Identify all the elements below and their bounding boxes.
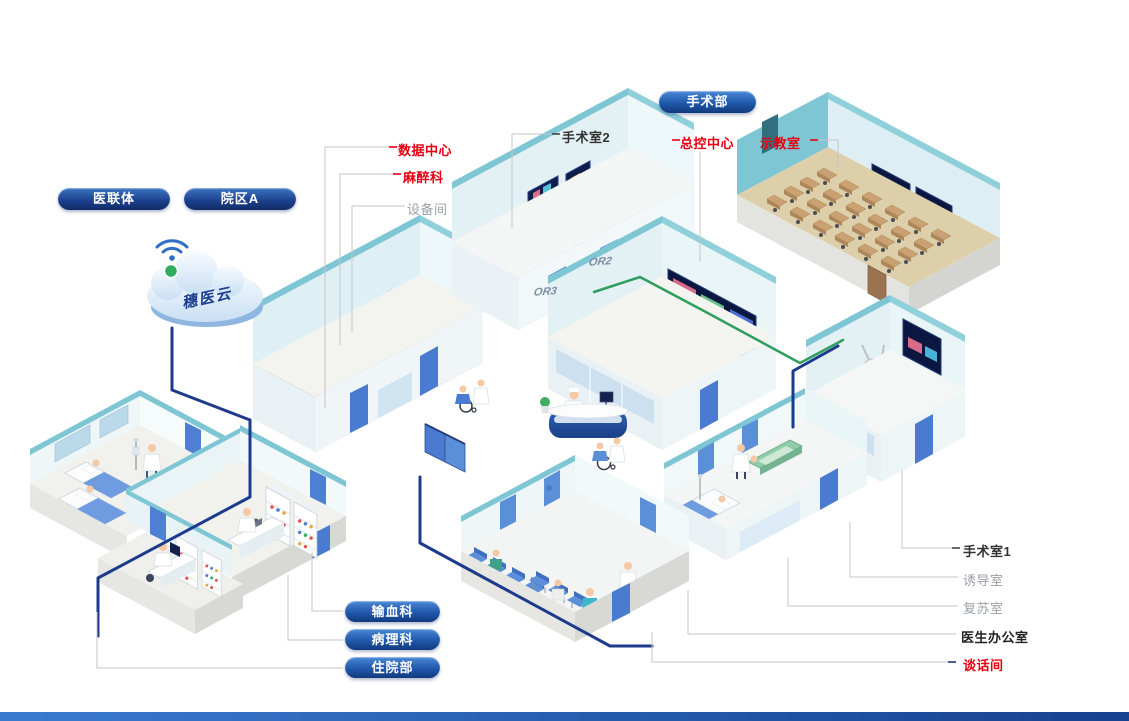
doctor-figure [731,444,751,479]
master-control-room [548,216,776,450]
wheelchair-patient [455,379,490,413]
leader-ticks [389,133,960,663]
label-equipment-room: 设备间 [407,202,448,217]
label-recovery-room: 复苏室 [963,601,1004,616]
label-master-control: 总控中心 [680,136,735,151]
footer-bar [0,712,1129,721]
tag-blood-transfusion[interactable]: 输血科 [345,601,440,622]
tag-pathology[interactable]: 病理科 [345,629,440,650]
wing-door [742,419,758,453]
waiting-area [461,455,689,642]
hospital-bed [64,459,133,499]
control-room-door [700,380,718,430]
label-induction-room: 诱导室 [963,573,1004,588]
wifi-icon [155,239,189,261]
cloud-badge-icon [163,263,179,279]
tag-surgery-department[interactable]: 手术部 [659,91,756,113]
ward-transfusion-room [98,489,243,634]
floor-mark-or2: OR2 [588,255,613,269]
tag-medical-alliance[interactable]: 医联体 [58,188,170,210]
iv-stand [132,438,140,470]
pathology-desk [227,508,285,559]
waiting-door [500,494,516,530]
wing-door [698,442,714,477]
tag-campus-a[interactable]: 院区A [184,188,296,210]
waiting-door [544,470,560,507]
data-room-door [420,346,438,396]
wall-screen [902,318,942,376]
label-doctor-office: 医生办公室 [961,630,1029,645]
exam-table [747,439,803,475]
demonstration-classroom [737,92,1000,314]
ward-bed-room [30,390,237,560]
tag-inpatient-department[interactable]: 住院部 [345,657,440,678]
seated-patient [551,579,565,601]
wall-speaker [546,485,552,491]
green-cable [592,275,845,365]
label-talk-room: 谈话间 [963,658,1004,673]
leader-lines [96,133,958,669]
label-demo-classroom: 示教室 [760,136,801,151]
waiting-door [640,497,656,533]
floor-mark-or3: OR3 [533,285,558,299]
label-anesthesiology: 麻醉科 [403,170,444,185]
hall-double-door [424,423,466,473]
data-room-door [350,384,368,433]
hospital-bed [58,485,127,525]
transfusion-desk [146,542,197,589]
waiting-door [612,583,630,622]
doctor-office-wing [664,388,867,560]
ward-door [185,422,201,458]
label-data-center: 数据中心 [398,143,453,158]
label-operating-room-2: 手术室2 [562,130,611,145]
wing-door [820,468,838,510]
wheelchair-patient [592,437,626,471]
or1-door [915,414,933,464]
cloud-icon [147,250,263,327]
label-operating-room-1: 手术室1 [963,544,1012,559]
seated-patient [490,549,502,570]
data-center-block [253,215,483,453]
network-cable [96,326,840,648]
classroom-door [762,114,778,154]
reception-desk [540,388,629,438]
